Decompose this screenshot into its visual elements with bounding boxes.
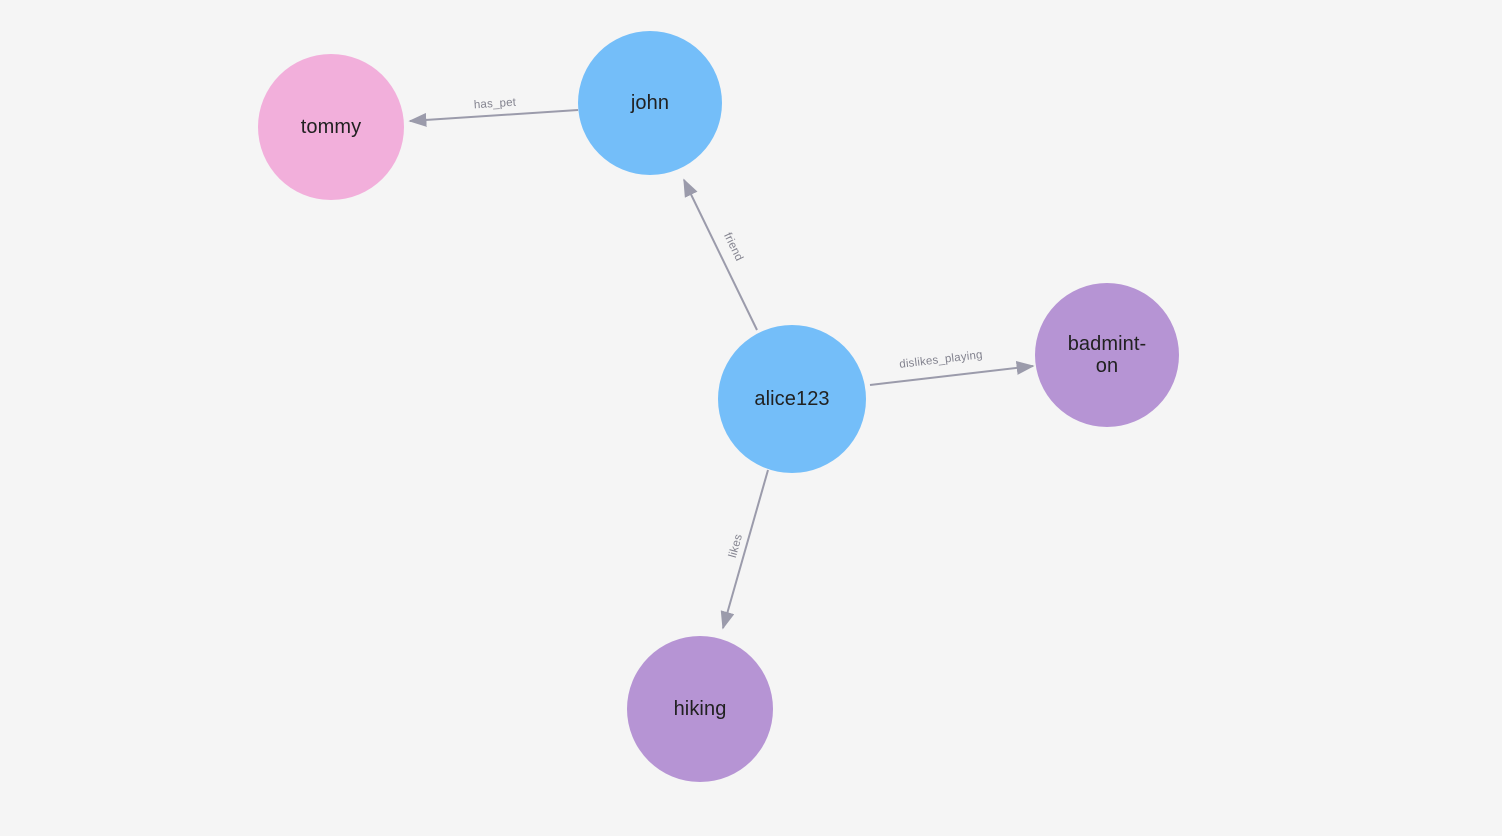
graph-node-badminton[interactable]: badmint- on	[1035, 283, 1179, 427]
graph-node-tommy[interactable]: tommy	[258, 54, 404, 200]
graph-node-label: john	[630, 91, 670, 114]
graph-node-alice123[interactable]: alice123	[718, 325, 866, 473]
graph-edge-alice123-dislikes_playing-badminton[interactable]	[869, 360, 1035, 386]
graph-edge-alice123-friend-john[interactable]	[683, 178, 758, 331]
graph-edge-john-has_pet-tommy[interactable]	[408, 109, 579, 127]
edge-lines	[408, 109, 1035, 630]
graph-node-label: hiking	[673, 697, 727, 720]
graph-node-john[interactable]: john	[578, 31, 722, 175]
graph-node-label: alice123	[754, 387, 830, 410]
graph-edge-alice123-likes-hiking[interactable]	[720, 469, 769, 630]
graph-node-hiking[interactable]: hiking	[627, 636, 773, 782]
graph-node-label: tommy	[300, 115, 362, 138]
graph-node-label: badmint- on	[1067, 332, 1147, 377]
